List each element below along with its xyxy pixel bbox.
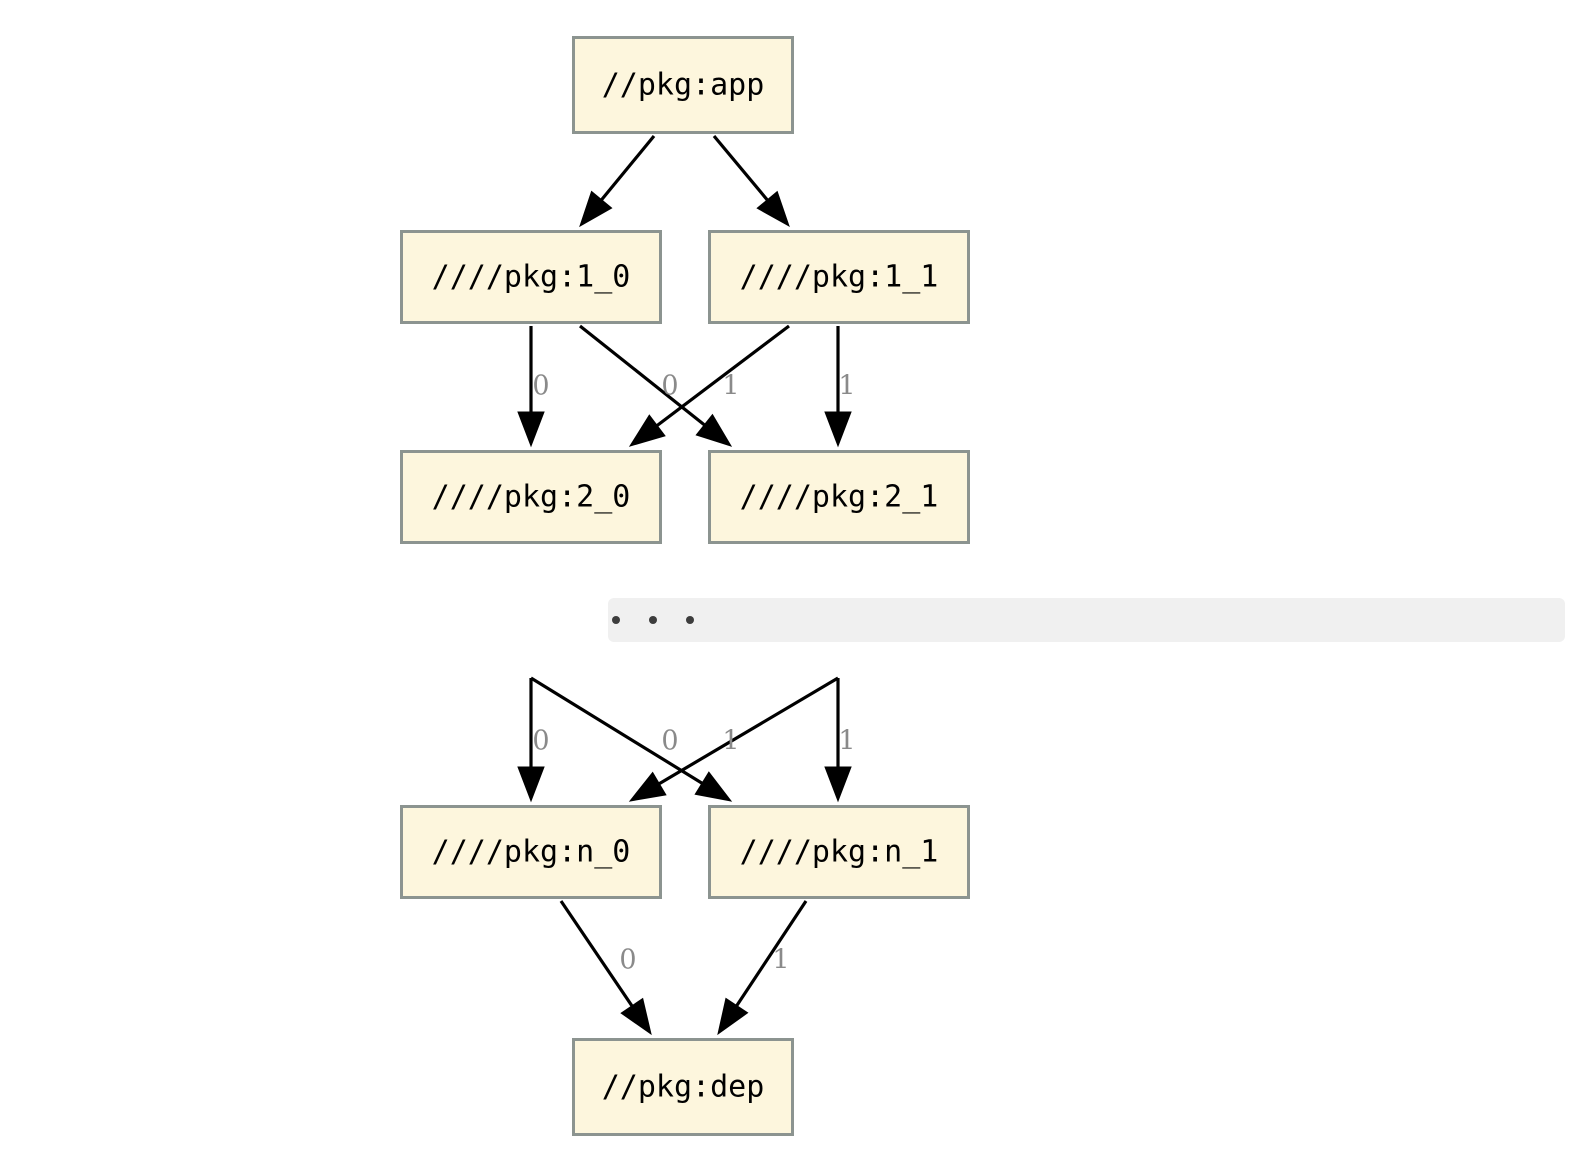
ellipsis-dot [612,616,620,624]
node-label: ////pkg:n_1 [740,835,939,870]
edge-line [653,676,839,789]
graph-node-nn_1[interactable]: ////pkg:n_1 [708,805,970,899]
node-label: //pkg:dep [602,1070,765,1105]
node-label: //pkg:app [602,68,765,103]
graph-node-app[interactable]: //pkg:app [572,36,794,134]
graph-node-nn_0[interactable]: ////pkg:n_0 [400,805,662,899]
edge-arrowhead [824,766,852,803]
graph-node-n1_1[interactable]: ////pkg:1_1 [708,230,970,324]
edge-arrowhead [628,771,667,802]
graph-edge [712,134,790,228]
edge-arrowhead [694,771,733,802]
graph-edge: 0 [517,326,550,448]
collapsed-section-indicator [608,598,1565,642]
graph-node-n2_0[interactable]: ////pkg:2_0 [400,450,662,544]
graph-edge: 0 [559,900,652,1036]
edge-line [712,134,773,206]
graph-edge: 1 [717,900,808,1036]
graph-edge: 1 [628,676,839,802]
node-box[interactable] [572,1038,794,1136]
edge-arrowhead [756,190,790,228]
edge-label: 0 [661,726,678,757]
graph-edge: 0 [517,678,550,803]
edge-line [732,900,808,1012]
node-box[interactable] [572,36,794,134]
node-box[interactable] [400,450,662,544]
graph-edge: 0 [579,324,733,447]
edge-label: 1 [722,726,739,757]
graph-node-n1_0[interactable]: ////pkg:1_0 [400,230,662,324]
graph-edge: 1 [824,678,856,803]
edge-label: 0 [661,371,678,402]
node-box[interactable] [708,230,970,324]
ellipsis-band [608,598,1565,642]
node-label: ////pkg:1_0 [432,260,631,295]
graph-node-dep[interactable]: //pkg:dep [572,1038,794,1136]
edge-arrowhead [620,997,652,1036]
nodes-layer: //pkg:app ////pkg:1_0 ////pkg:1_1 ////pkg:2… [400,36,970,1136]
node-label: ////pkg:1_1 [740,260,939,295]
ellipsis-dot [686,616,694,624]
node-box[interactable] [708,805,970,899]
edge-label: 0 [619,945,636,976]
graph-edge: 0 [530,676,733,802]
edge-line [579,324,711,430]
edge-label: 1 [722,371,739,402]
edge-arrowhead [517,766,545,803]
graph-edge: 1 [824,326,856,448]
edge-label: 1 [838,726,855,757]
node-label: ////pkg:2_1 [740,480,939,515]
edge-label: 0 [532,371,549,402]
node-box[interactable] [400,805,662,899]
ellipsis-dot [649,616,657,624]
edge-label: 0 [532,726,549,757]
edge-arrowhead [824,411,852,448]
graph-edge [579,134,656,228]
edges-layer: 0 0 1 1 0 0 1 1 0 1 [517,134,856,1036]
edge-line [530,676,708,788]
node-box[interactable] [708,450,970,544]
edge-arrowhead [628,414,666,447]
edge-arrowhead [517,411,545,448]
graph-edge: 1 [628,324,790,447]
edge-label: 1 [772,945,789,976]
edge-arrowhead [695,413,733,447]
node-box[interactable] [400,230,662,324]
edge-arrowhead [579,190,613,228]
edge-line [651,324,790,431]
graph-node-n2_1[interactable]: ////pkg:2_1 [708,450,970,544]
node-label: ////pkg:2_0 [432,480,631,515]
edge-line [559,900,637,1012]
edge-arrowhead [717,997,749,1036]
node-label: ////pkg:n_0 [432,835,631,870]
edge-line [596,134,656,206]
edge-label: 1 [838,371,855,402]
